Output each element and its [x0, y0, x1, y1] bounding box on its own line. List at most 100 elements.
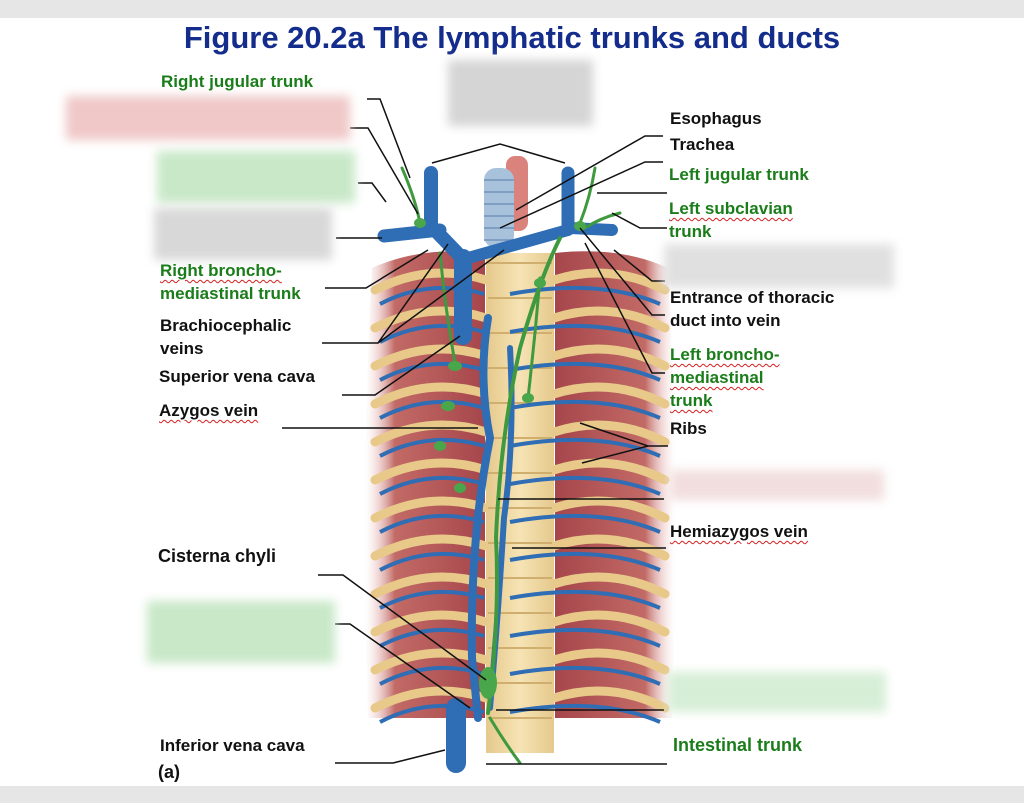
label-text: Cisterna chyli: [158, 546, 277, 566]
intercostal-vein: [509, 665, 661, 686]
label-right-jugular-trunk: Right jugular trunk: [161, 72, 314, 91]
panel-label: (a): [158, 762, 180, 782]
rib-left: [370, 268, 491, 295]
intercostal-vein: [379, 627, 485, 648]
label-left-bronchomediastinal-trunk: Left broncho- mediastinal trunk: [670, 343, 780, 412]
intercostal-vein: [379, 475, 485, 496]
leader-blurred-4: [335, 623, 471, 709]
figure-title: Figure 20.2a The lymphatic trunks and du…: [183, 20, 841, 55]
leader-left-broncho: [584, 242, 665, 374]
leader-svc: [342, 335, 461, 396]
label-text: Left broncho-: [670, 345, 780, 364]
right-jugular-trunk-vessel: [400, 166, 422, 225]
slide: Figure 20.2a The lymphatic trunks and du…: [0, 18, 1024, 786]
leader-cisterna: [318, 574, 487, 681]
thoracic-duct: [486, 236, 562, 715]
intercostal-vein: [379, 703, 485, 724]
hidden-label-right-3: [154, 208, 332, 260]
hidden-label-left-1: [664, 244, 894, 288]
label-inferior-vena-cava: Inferior vena cava: [160, 736, 305, 755]
leader-right-broncho: [325, 249, 429, 289]
intercostal-vein: [509, 551, 661, 572]
leader-blurred-2: [358, 182, 387, 203]
rib-right: [549, 686, 670, 713]
intercostal-vein: [379, 551, 485, 572]
intercostal-vein: [509, 437, 661, 458]
label-ribs: Ribs: [670, 419, 707, 438]
rib-right: [549, 496, 670, 523]
anatomy-illustration: [282, 98, 676, 773]
intercostal-veins: [379, 285, 661, 724]
label-superior-vena-cava: Superior vena cava: [159, 367, 315, 386]
label-text: veins: [160, 339, 204, 358]
rib-right: [549, 534, 670, 561]
intercostal-vein: [509, 323, 661, 344]
label-cisterna-chyli: Cisterna chyli: [158, 545, 276, 568]
leader-brachiocephalic: [322, 243, 505, 344]
leader-entrance: [579, 227, 665, 316]
rib-right: [549, 306, 670, 333]
leader-right-jugular: [367, 98, 411, 179]
label-text: trunk: [670, 391, 713, 410]
intercostal-vein: [379, 665, 485, 686]
leader-trachea: [499, 161, 663, 229]
leader-lines: [282, 98, 668, 765]
azygos-vein: [467, 314, 494, 722]
intercostal-vein: [379, 285, 485, 306]
intestinal-trunk-vessel: [488, 716, 522, 765]
label-trachea: Trachea: [670, 135, 735, 154]
hidden-label-left-2: [670, 470, 884, 500]
rib-right: [549, 268, 670, 295]
rib-right: [549, 458, 670, 485]
right-bronchomediastinal-vessel: [438, 251, 457, 365]
intercostal-vein: [509, 285, 661, 306]
leader-esophagus: [515, 135, 663, 211]
hidden-label-bottom-left: [147, 601, 335, 663]
label-text: trunk: [669, 222, 712, 241]
rib-left: [370, 458, 491, 485]
lymph-nodes: [414, 218, 586, 699]
intercostal-vein: [379, 323, 485, 344]
label-text: mediastinal: [670, 368, 764, 387]
label-azygos-vein: Azygos vein: [159, 399, 258, 422]
rib-left: [370, 306, 491, 333]
label-left-jugular-trunk: Left jugular trunk: [669, 165, 809, 184]
intercostal-vein: [379, 361, 485, 382]
leader-ribs: [579, 422, 668, 464]
intercostal-vein: [509, 703, 661, 724]
label-text: mediastinal trunk: [160, 284, 301, 303]
label-brachiocephalic-veins: Brachiocephalic veins: [160, 314, 291, 360]
label-text: Hemiazygos vein: [670, 522, 808, 541]
intercostal-vein: [509, 589, 661, 610]
trachea-rings: [484, 179, 514, 241]
intercostal-vein: [509, 475, 661, 496]
hidden-label-right-2: [157, 151, 355, 203]
rib-left: [370, 382, 491, 409]
label-esophagus: Esophagus: [670, 109, 762, 128]
cisterna-chyli: [479, 667, 497, 699]
intercostal-vein: [379, 399, 485, 420]
label-text: Entrance of thoracic: [670, 288, 835, 307]
rib-left: [370, 344, 491, 371]
intercostal-vein: [509, 627, 661, 648]
rib-right: [549, 610, 670, 637]
label-right-bronchomediastinal-trunk: Right broncho- mediastinal trunk: [160, 259, 301, 305]
left-jugular-trunk-vessel: [578, 166, 597, 225]
hidden-label-bottom-right: [668, 672, 886, 712]
intercostal-vein: [379, 437, 485, 458]
label-intestinal-trunk: Intestinal trunk: [673, 735, 803, 755]
rib-left: [370, 496, 491, 523]
label-left-subclavian-trunk: Left subclavian trunk: [669, 197, 793, 243]
label-text: duct into vein: [670, 311, 781, 330]
rib-right: [549, 420, 670, 447]
rib-right: [549, 648, 670, 675]
rib-right: [549, 382, 670, 409]
label-text: Brachiocephalic: [160, 316, 292, 335]
hidden-label-top-center: [448, 60, 593, 126]
intercostal-vein: [509, 399, 661, 420]
leader-blurred-5: [613, 249, 665, 282]
label-text: Azygos vein: [159, 401, 259, 420]
lymphatics: [400, 166, 622, 765]
intercostal-vein: [509, 513, 661, 534]
hidden-label-right-1: [66, 96, 350, 140]
